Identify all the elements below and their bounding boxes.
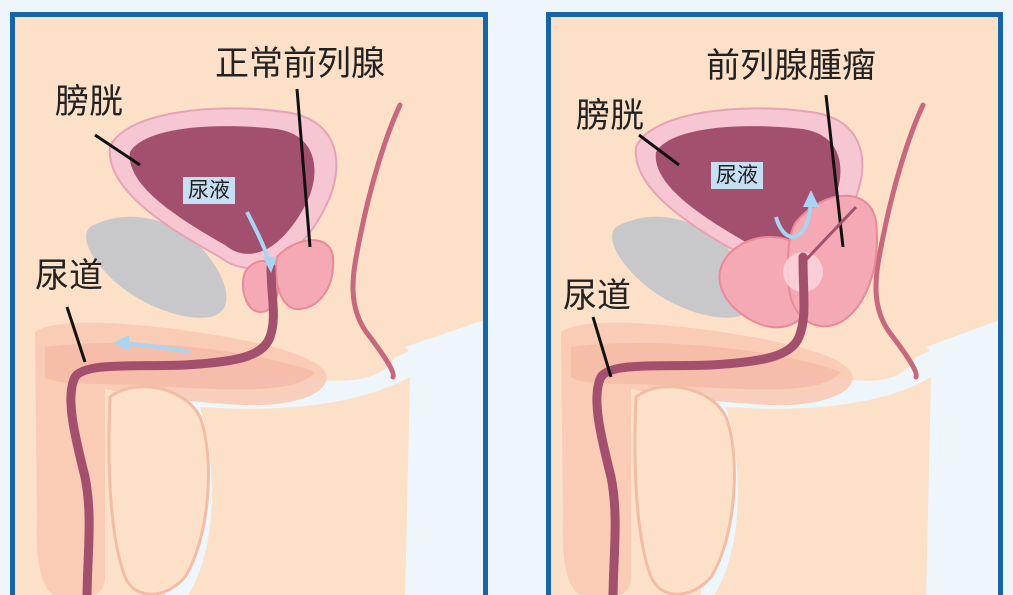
normal-prostate-label: 正常前列腺 xyxy=(215,47,385,81)
urine-label: 尿液 xyxy=(711,162,763,189)
body-contour-line xyxy=(353,105,400,377)
normal-prostate-panel: 膀胱 尿液 正常前列腺 尿道 xyxy=(10,12,488,595)
urethra-label: 尿道 xyxy=(563,279,631,313)
scrotum-shape xyxy=(635,387,734,595)
scrotum-shape xyxy=(109,387,208,595)
prostate-tumor-panel: 膀胱 尿液 前列腺腫瘤 尿道 xyxy=(546,12,1003,595)
leg-contour xyxy=(711,377,931,595)
urethra-label: 尿道 xyxy=(35,259,103,293)
prostate-tumor-label: 前列腺腫瘤 xyxy=(706,49,876,83)
urine-label: 尿液 xyxy=(183,177,235,204)
bladder-label: 膀胱 xyxy=(55,85,123,119)
prostate-right-lobe xyxy=(276,240,333,309)
leg-contour xyxy=(185,377,410,595)
bladder-label: 膀胱 xyxy=(576,99,644,133)
body-contour-line xyxy=(876,105,923,377)
